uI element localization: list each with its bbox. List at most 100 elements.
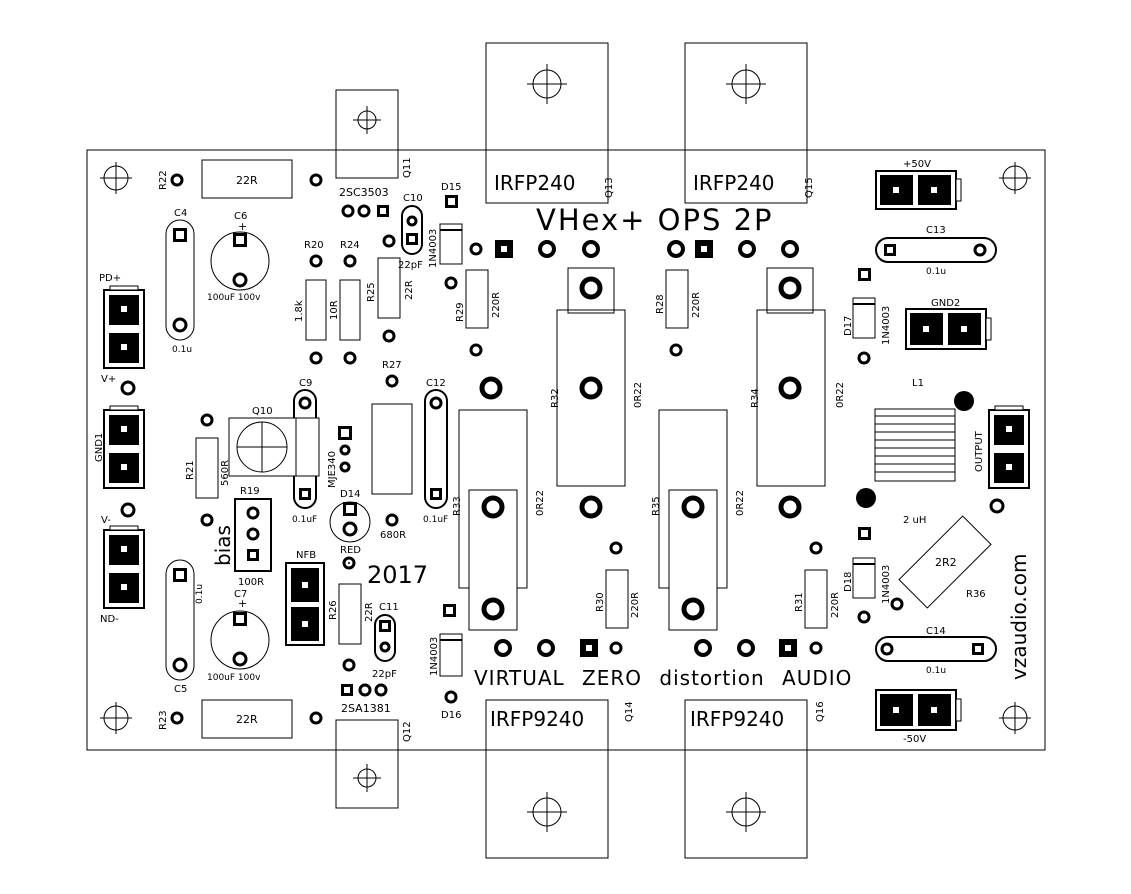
output-label: OUTPUT [974,430,985,472]
capacitor-c11: C11 22pF [372,602,399,680]
r23-ref: R23 [158,710,169,730]
capacitor-c13: C13 0.1u [875,225,997,277]
r29-value: 220R [491,292,502,318]
nfb-label: NFB [296,550,316,561]
d15-ref: D15 [441,182,461,193]
r36-ref: R36 [966,589,986,600]
inductor-l1: L1 2 uH [856,378,974,526]
capacitor-c4: C4 0.1u [165,208,195,355]
resistor-r29: R29 220R [455,242,502,357]
d14-value: RED [340,545,361,556]
mounting-hole-bl [100,702,132,734]
r24-ref: R24 [340,240,360,251]
r35-ref: R35 [651,496,662,516]
q13-part: IRFP240 [494,171,576,195]
q14-part: IRFP9240 [490,707,584,731]
resistor-r36: 2R2 R36 [890,515,992,611]
capacitor-c6: C6 + 100uF 100v [207,211,270,303]
diode-d16: 1N4003 D16 [429,604,463,721]
mounting-hole-tl [100,162,132,194]
q14-ref: Q14 [624,701,635,722]
q15-pads [667,240,799,258]
transistor-q15: IRFP240 Q15 [684,42,815,204]
c7-value: 100uF 100v [207,673,261,683]
r26-value: 22R [364,602,375,622]
r30-ref: R30 [595,592,606,612]
c9-ref: C9 [299,378,312,389]
d16-ref: D16 [441,710,461,721]
q10-part: MJE340 [327,451,338,488]
resistor-r33: R33 0R22 [452,376,546,631]
resistor-r22: R22 22R [158,159,323,199]
r23-value: 22R [236,713,258,726]
q15-part: IRFP240 [693,171,775,195]
r24-value: 10R [329,300,340,320]
q16-part: IRFP9240 [690,707,784,731]
connector-output: OUTPUT [974,405,1030,514]
r33-ref: R33 [452,496,463,516]
resistor-r20: R20 1.8k [294,240,327,365]
n50v-label: -50V [903,734,926,745]
transistor-q14: IRFP9240 Q14 [485,699,635,859]
mounting-hole-br [999,702,1031,734]
q15-ref: Q15 [804,177,815,198]
r29-ref: R29 [455,302,466,322]
c10-ref: C10 [403,193,423,204]
r34-value: 0R22 [835,382,846,408]
connector-minus-50v: -50V [875,689,962,745]
c9-value: 0.1uF [292,515,317,525]
r22-ref: R22 [158,170,169,190]
r19-value: 100R [238,577,264,588]
c14-ref: C14 [926,626,946,637]
c11-ref: C11 [379,602,399,613]
r27-ref: R27 [382,360,402,371]
c6-value: 100uF 100v [207,293,261,303]
connector-nfb: NFB [285,550,325,646]
resistor-r27: R27 680R [371,360,413,541]
c4-ref: C4 [174,208,187,219]
q13-ref: Q13 [604,177,615,198]
d17-value: 1N4003 [881,306,892,345]
c14-value: 0.1u [926,666,946,676]
resistor-r25: R25 22R [366,234,415,343]
resistor-r31: R31 220R [794,541,841,629]
mounting-hole-tr [999,162,1031,194]
q12-part: 2SA1381 [341,702,391,715]
r21-ref: R21 [185,460,196,480]
resistor-r23: R23 22R [158,699,323,739]
c7-plus: + [238,597,247,610]
connector-pd-plus: PD+ V+ [99,273,145,396]
transistor-q10: Q10 MJE340 [228,406,352,488]
c5-value: 0.1u [195,584,205,604]
diode-d14: D14 RED [329,489,371,570]
ndm-label: ND- [100,614,119,625]
resistor-r21: R21 560R [185,413,231,527]
capacitor-c14: C14 0.1u [875,626,997,676]
d16-value: 1N4003 [429,637,440,676]
c13-ref: C13 [926,225,946,236]
transistor-q12: Q12 2SA1381 [335,683,413,809]
resistor-r28: R28 220R [655,269,702,357]
r31-value: 220R [830,592,841,618]
c6-ref: C6 [234,211,247,222]
d14-ref: D14 [340,489,360,500]
r28-ref: R28 [655,294,666,314]
r20-value: 1.8k [294,300,305,322]
l1-ref: L1 [912,378,924,389]
q16-pads [694,639,823,657]
c5-ref: C5 [174,684,187,695]
r31-ref: R31 [794,592,805,612]
board-title: VHex+ OPS 2P [536,203,774,237]
q10-ref: Q10 [252,406,273,417]
r30-value: 220R [630,592,641,618]
c7-ref: C7 [234,589,247,600]
p50v-label: +50V [903,159,931,170]
c12-value: 0.1uF [423,515,448,525]
r21-value: 560R [220,460,231,486]
r25-value: 22R [404,280,415,300]
c6-plus: + [238,220,247,233]
c13-value: 0.1u [926,267,946,277]
l1-value: 2 uH [903,515,926,526]
gnd1-label: GND1 [94,433,105,462]
